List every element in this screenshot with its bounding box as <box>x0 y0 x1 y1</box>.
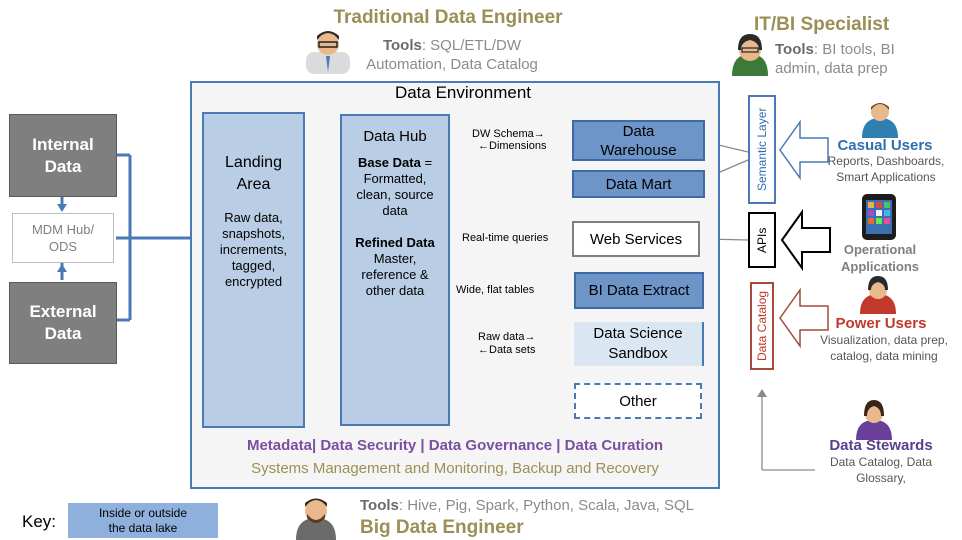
it-bi-specialist-title: IT/BI Specialist <box>754 14 890 35</box>
data-mart-box: Data Mart <box>572 170 705 198</box>
data-hub-box: Data Hub Base Data = Formatted, clean, s… <box>340 114 450 426</box>
casual-users-icon <box>862 103 898 138</box>
data-science-sandbox-box: Data Science Sandbox <box>574 322 704 366</box>
internal-down-arrowhead <box>57 204 67 212</box>
casual-users-arrow <box>779 119 829 181</box>
key-swatch: Inside or outside the data lake <box>68 503 218 538</box>
bi-data-extract-box: BI Data Extract <box>574 272 704 309</box>
operational-arrow <box>780 208 831 272</box>
casual-users-subtitle: Reports, Dashboards, Smart Applications <box>827 154 945 184</box>
external-data-box: External Data <box>9 282 117 364</box>
apis-bar: APIs <box>748 212 776 268</box>
it-bi-specialist-tools: Tools: BI tools, BI admin, data prep <box>775 40 955 78</box>
systems-line: Systems Management and Monitoring, Backu… <box>251 460 659 477</box>
big-data-engineer-title: Big Data Engineer <box>360 517 524 538</box>
landing-area-title: Landing Area <box>225 154 282 193</box>
tools-line-2: Automation, Data Catalog <box>366 56 538 73</box>
tools-line-1: : SQL/ETL/DW <box>421 37 522 54</box>
data-hub-title: Data Hub <box>363 128 427 145</box>
smartphone-icon <box>862 194 896 240</box>
power-users-icon <box>860 276 896 314</box>
operational-apps-title: Operational Applications <box>840 242 919 274</box>
internal-data-box: Internal Data <box>9 114 117 197</box>
data-stewards-title: Data Stewards <box>829 437 933 454</box>
power-users-subtitle: Visualization, data prep, catalog, data … <box>820 333 948 363</box>
semantic-layer-bar: Semantic Layer <box>748 95 776 204</box>
traditional-engineer-title: Traditional Data Engineer <box>333 7 563 28</box>
web-services-box: Web Services <box>572 221 700 257</box>
tools-line-1: : BI tools, BI <box>813 41 895 58</box>
external-up-arrowhead <box>57 264 67 272</box>
other-box: Other <box>574 383 702 419</box>
power-users-title: Power Users <box>835 315 927 332</box>
landing-area-box: Landing Area Raw data, snapshots, increm… <box>202 112 305 428</box>
tools-line-1: : Hive, Pig, Spark, Python, Scala, Java,… <box>398 497 695 514</box>
landing-area-body: Raw data, snapshots, increments, tagged,… <box>219 210 288 289</box>
tools-label: Tools <box>360 497 399 514</box>
casual-users-title: Casual Users <box>837 137 933 154</box>
raw-data-label: Raw data→←Data sets <box>478 331 536 356</box>
mdm-hub-box: MDM Hub/ ODS <box>12 213 114 263</box>
data-stewards-subtitle: Data Catalog, Data Glossary, <box>829 455 933 485</box>
data-stewards-icon <box>856 400 892 440</box>
realtime-label: Real-time queries <box>462 232 549 244</box>
base-data-label: Base Data <box>357 155 421 170</box>
traditional-engineer-tools: Tools: SQL/ETL/DW Automation, Data Catal… <box>352 36 552 74</box>
wide-flat-label: Wide, flat tables <box>456 284 535 296</box>
it-bi-specialist-icon <box>732 34 768 76</box>
traditional-engineer-icon <box>306 31 350 74</box>
big-data-engineer-icon <box>296 498 336 540</box>
base-data-text: = Formatted, clean, source data <box>356 155 434 218</box>
power-users-arrow <box>779 287 829 349</box>
steward-up-arrowhead <box>757 389 767 397</box>
key-label: Key: <box>22 512 57 531</box>
data-warehouse-box: Data Warehouse <box>572 120 705 161</box>
data-hub-base: Base Data = Formatted, clean, source dat… <box>342 155 448 219</box>
tools-label: Tools <box>775 41 814 58</box>
dw-schema-label: DW Schema→←Dimensions <box>472 128 547 152</box>
governance-line: Metadata| Data Security | Data Governanc… <box>246 437 664 454</box>
data-catalog-bar: Data Catalog <box>750 282 774 370</box>
data-hub-refined-text: Master, reference & other data <box>361 251 429 298</box>
big-data-engineer-tools: Tools: Hive, Pig, Spark, Python, Scala, … <box>360 496 760 515</box>
tools-line-2: admin, data prep <box>775 60 888 77</box>
data-environment-title: Data Environment <box>394 83 532 102</box>
tools-label: Tools <box>382 37 422 54</box>
data-hub-refined-label: Refined Data <box>355 235 435 250</box>
